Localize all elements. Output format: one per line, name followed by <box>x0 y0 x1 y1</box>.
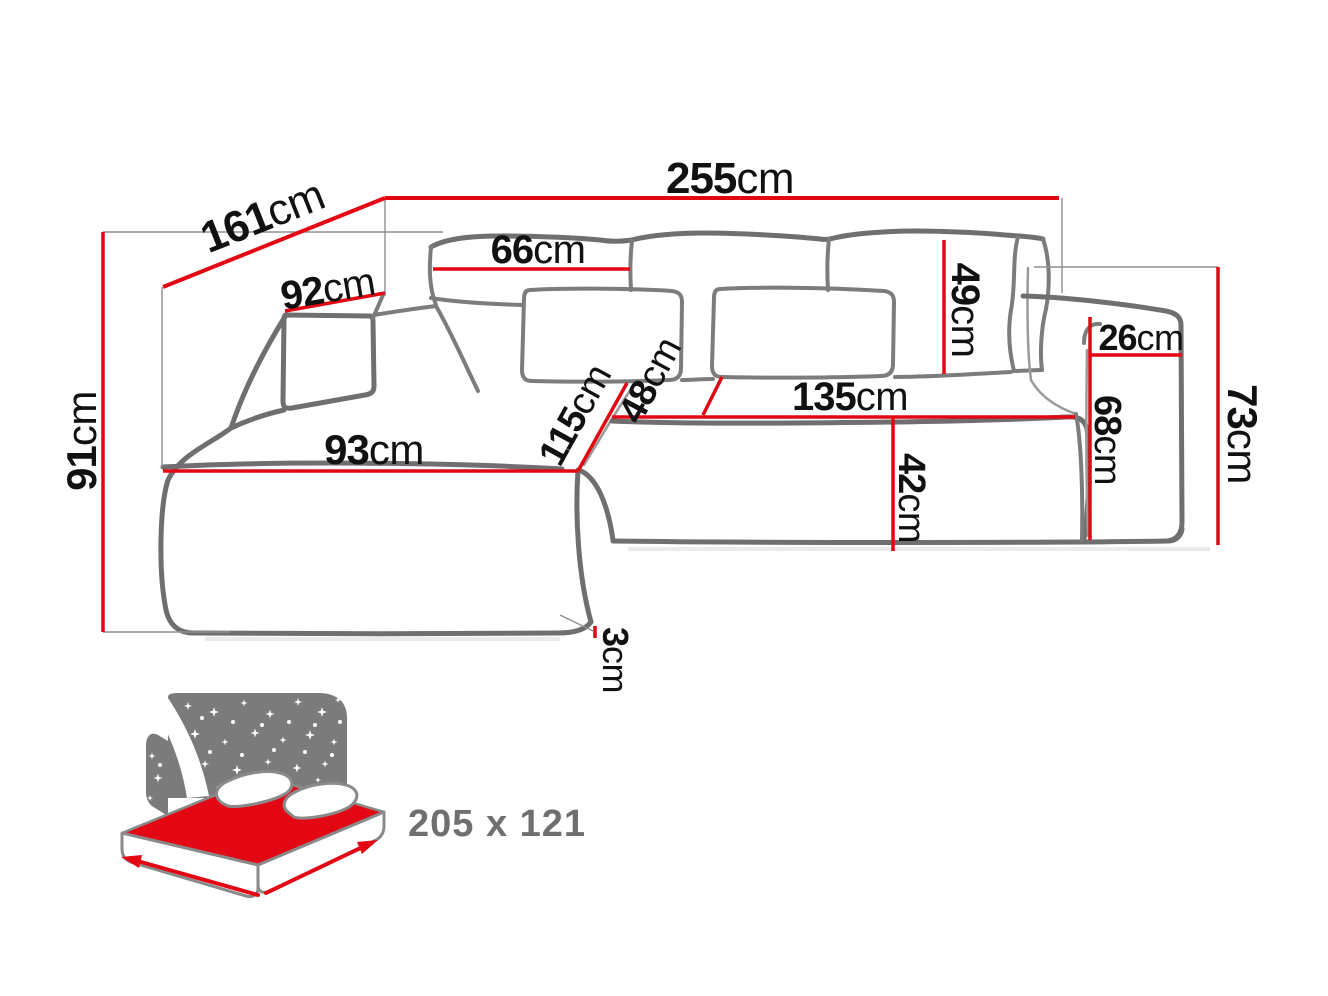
chaise-step-edge <box>576 467 616 543</box>
dim-label-seat-height: 42cm <box>890 453 932 543</box>
dim-unit: cm <box>369 426 424 473</box>
left-armrest-bottom-edge <box>228 407 287 431</box>
back-pillow-left-edge <box>427 245 438 307</box>
chaise-right-outer-edge <box>574 467 594 625</box>
dim-unit: cm <box>58 391 105 446</box>
back-pillow-bottom <box>429 296 525 307</box>
dim-line-chaise-length <box>576 382 629 472</box>
dim-label-chaise-length: 115cm <box>531 358 620 473</box>
dimension-lines <box>101 196 1220 638</box>
front-cushion-right <box>710 285 896 380</box>
dim-value: 66 <box>491 228 534 272</box>
chaise-back-boundary <box>434 304 480 393</box>
back-pillows-top-edge <box>428 228 1046 250</box>
back-pillow-bottom <box>680 377 715 382</box>
stars <box>147 697 342 814</box>
chaise-top-right-edge <box>582 387 633 467</box>
dim-unit: cm <box>1219 429 1266 484</box>
front-cushion-left <box>520 286 684 384</box>
back-pillow-bottom <box>893 370 1013 379</box>
dim-unit: cm <box>319 260 378 312</box>
dim-value: 49 <box>943 263 987 306</box>
dim-unit: cm <box>1086 435 1128 485</box>
seat-front-top-edge <box>609 414 1092 542</box>
dim-unit: cm <box>1137 317 1184 358</box>
right-armrest-outer-edge <box>1164 322 1185 544</box>
moon-swoosh <box>149 690 209 798</box>
width-arrow <box>132 858 260 897</box>
arrowhead-right <box>357 840 378 854</box>
dim-line-seat-depth <box>701 376 724 416</box>
dim-value: 68 <box>1086 395 1128 435</box>
sleeping-function-icon <box>120 690 386 899</box>
star-panel-small <box>146 733 168 816</box>
dim-label-right-armrest-height: 68cm <box>1086 395 1128 485</box>
dim-value: 91 <box>58 446 105 491</box>
dim-label-chaise-front-width: 93cm <box>324 426 424 473</box>
dim-label-height-left: 91cm <box>58 391 105 491</box>
left-armrest-front-face <box>280 312 377 411</box>
right-armrest-inner-edge <box>1085 348 1090 538</box>
dim-unit: cm <box>595 646 636 693</box>
dim-label-right-armrest-width: 26cm <box>1098 317 1183 358</box>
back-pillow-divider <box>628 239 634 292</box>
dim-label-seat-width: 135cm <box>792 375 908 419</box>
dim-value: 255 <box>666 154 737 203</box>
dim-line-diagonal-depth <box>162 196 386 289</box>
back-pillow-divider <box>825 237 831 292</box>
dim-label-height-right: 73cm <box>1219 384 1266 484</box>
leg-detail-line <box>559 614 594 632</box>
extension-lines <box>103 198 1218 633</box>
dim-line-right-armrest <box>1088 317 1182 540</box>
sleeping-size-label: 205 x 121 <box>408 803 586 845</box>
sofa-outline <box>158 228 1185 637</box>
bed-pillow-right <box>282 781 359 820</box>
dim-value: 135 <box>792 375 856 419</box>
dim-label-total-width: 255cm <box>666 154 794 203</box>
dim-unit: cm <box>736 154 794 203</box>
dim-label-leg-height: 3cm <box>595 627 636 693</box>
dim-label-back-cushion-width: 66cm <box>491 228 586 272</box>
dim-value: 93 <box>324 426 369 473</box>
dim-value: 92 <box>277 268 326 318</box>
corner-pillow-right-edge <box>1038 237 1051 372</box>
dim-unit: cm <box>533 228 585 272</box>
dim-unit: cm <box>890 493 932 543</box>
dim-unit: cm <box>943 305 987 357</box>
right-armrest-top-edge <box>1020 293 1184 328</box>
length-arrow <box>264 841 373 895</box>
back-pillow-wavy-edge <box>1007 235 1020 373</box>
chaise-front-top-edge <box>160 460 565 472</box>
dim-value: 26 <box>1098 317 1136 358</box>
dim-value: 73 <box>1219 384 1266 429</box>
backrest-right-edge <box>1026 266 1078 416</box>
dim-value: 42 <box>890 453 932 493</box>
star-panel-main <box>168 693 347 798</box>
sofa-left-outer-edge <box>158 312 289 636</box>
left-armrest-back-boundary <box>372 304 438 317</box>
back-pillow-bottom <box>1012 368 1044 373</box>
bed-pillow-left <box>215 770 294 808</box>
seat-right-edge <box>1074 412 1085 542</box>
sofa-shadow <box>205 547 1210 641</box>
dim-label-back-cushion-height: 49cm <box>943 263 987 358</box>
chaise-bottom-edge <box>191 619 594 637</box>
dim-value: 3 <box>595 627 636 646</box>
arrowhead-left <box>121 855 142 868</box>
dim-unit: cm <box>856 375 908 419</box>
dim-label-left-armrest: 92cm <box>277 260 378 319</box>
dim-line-left-armrest <box>284 291 386 313</box>
